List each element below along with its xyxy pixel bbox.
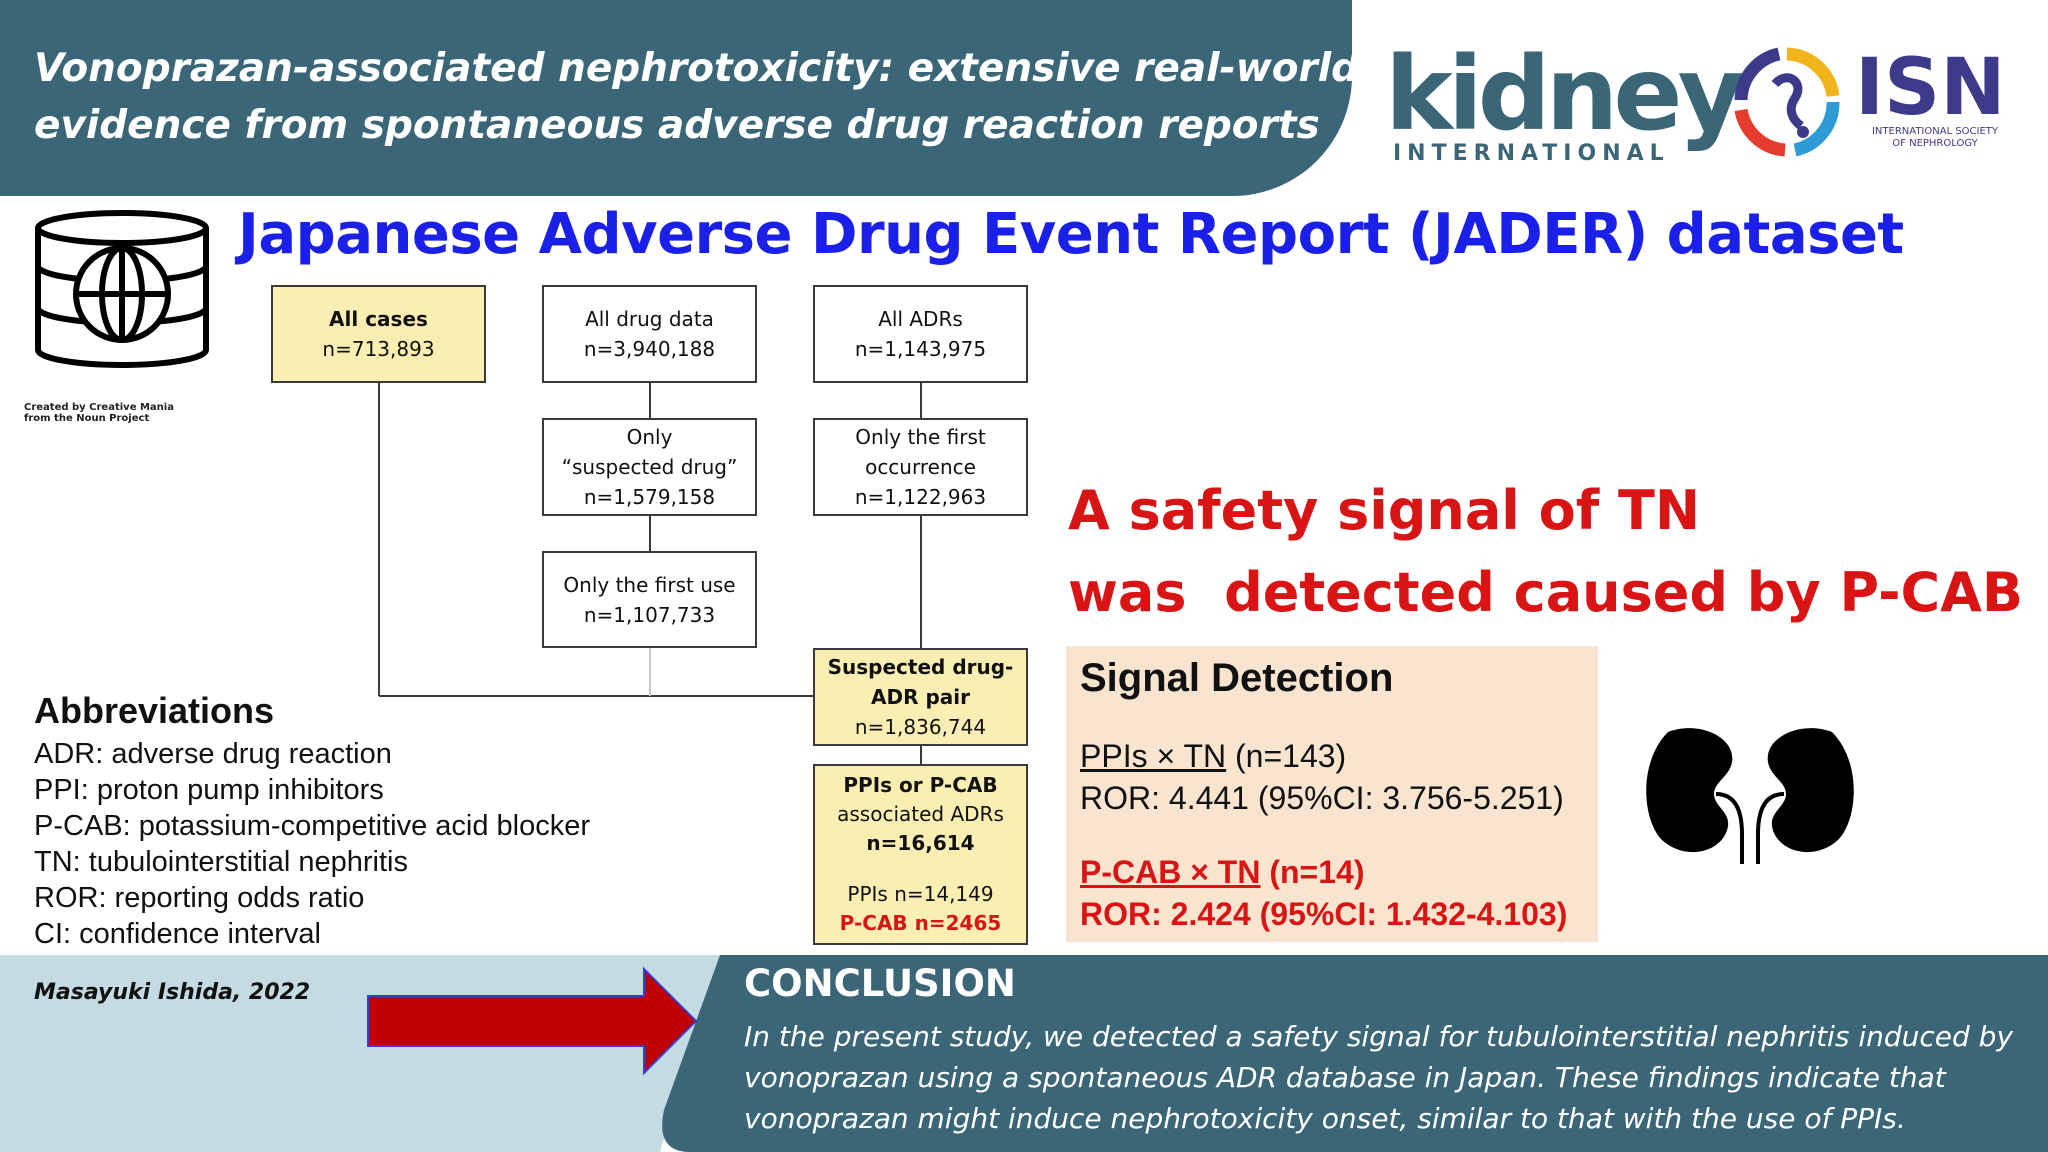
- isn-logo-word: ISN: [1855, 43, 2006, 133]
- icon-credit-line2: from the Noun Project: [24, 413, 150, 424]
- all-adrs-n: n=1,143,975: [854, 337, 987, 361]
- box-ppis-pcab-associated: PPIs or P-CAB associated ADRs n=16,614 P…: [813, 764, 1028, 945]
- abbreviations-title: Abbreviations: [34, 690, 275, 731]
- only-first-use-label: Only the first use: [563, 572, 736, 597]
- signal-headline-line1: A safety signal of TN: [1068, 479, 1701, 542]
- red-arrow-icon: [367, 966, 698, 1076]
- pair-n: n=1,836,744: [854, 715, 987, 739]
- all-adrs-label: All ADRs: [878, 307, 963, 331]
- signal-headline-line2: was detected caused by P-CAB: [1068, 561, 2024, 624]
- kidney-logo-word: kidney: [1385, 35, 1744, 154]
- header-band: [0, 0, 1352, 196]
- box-all-adrs: All ADRs n=1,143,975: [813, 285, 1028, 383]
- pair-line1: Suspected drug-: [827, 655, 1014, 679]
- abbreviation-item: P-CAB: potassium-competitive acid blocke…: [34, 810, 591, 842]
- abbreviation-item: ROR: reporting odds ratio: [34, 882, 365, 914]
- associated-ppis: PPIs n=14,149: [847, 882, 994, 906]
- icon-credit: Created by Creative Mania from the Noun …: [24, 402, 224, 424]
- pcab-tn-label: P-CAB × TN: [1080, 854, 1261, 890]
- kidney-international-logo: kidney INTERNATIONAL: [1385, 40, 1744, 170]
- only-first-occurrence-n: n=1,122,963: [854, 485, 987, 509]
- associated-line2: associated ADRs: [837, 802, 1004, 826]
- conclusion-title: CONCLUSION: [744, 962, 1016, 1005]
- abbreviation-item: CI: confidence interval: [34, 918, 321, 950]
- dataset-title: Japanese Adverse Drug Event Report (JADE…: [238, 202, 1904, 267]
- box-only-first-use: Only the first use n=1,107,733: [542, 551, 757, 648]
- isn-ribbon-logo-icon: [1734, 47, 1840, 157]
- associated-pcab: P-CAB n=2465: [839, 911, 1002, 935]
- isn-logo: ISN INTERNATIONAL SOCIETY OF NEPHROLOGY: [1725, 40, 2015, 165]
- icon-credit-line1: Created by Creative Mania: [24, 402, 174, 413]
- associated-line1: PPIs or P-CAB: [843, 773, 998, 797]
- signal-detection-panel: Signal Detection PPIs × TN (n=143) ROR: …: [1066, 646, 1598, 942]
- database-globe-icon: [35, 210, 209, 368]
- abbreviations-list: ADR: adverse drug reaction PPI: proton p…: [34, 736, 590, 952]
- all-cases-n: n=713,893: [322, 337, 435, 361]
- kidney-logo-sub: INTERNATIONAL: [1393, 141, 1670, 166]
- box-only-suspected-drug: Only “suspected drug” n=1,579,158: [542, 418, 757, 516]
- box-only-first-occurrence: Only the first occurrence n=1,122,963: [813, 418, 1028, 516]
- pair-line2: ADR pair: [871, 685, 970, 709]
- author-credit: Masayuki Ishida, 2022: [34, 980, 311, 1005]
- only-suspected-line2: “suspected drug”: [561, 455, 738, 479]
- conclusion-text: In the present study, we detected a safe…: [744, 1016, 2034, 1139]
- pcab-tn-ror: ROR: 2.424 (95%CI: 1.432-4.103): [1080, 896, 1568, 932]
- box-all-drug-data: All drug data n=3,940,188: [542, 285, 757, 383]
- conclusion-line1: In the present study, we detected a safe…: [744, 1020, 2014, 1053]
- conclusion-line2: vonoprazan using a spontaneous ADR datab…: [744, 1061, 1946, 1094]
- associated-n: n=16,614: [866, 831, 975, 855]
- abbreviation-item: ADR: adverse drug reaction: [34, 738, 392, 770]
- ppi-tn-n: (n=143): [1226, 738, 1347, 774]
- pcab-tn-line: P-CAB × TN (n=14): [1080, 854, 1364, 891]
- ppi-tn-label: PPIs × TN: [1080, 738, 1227, 774]
- header-title-line1: Vonoprazan-associated nephrotoxicity: ex…: [34, 46, 1360, 91]
- box-suspected-drug-adr-pair: Suspected drug- ADR pair n=1,836,744: [813, 648, 1028, 746]
- all-drug-data-label: All drug data: [585, 307, 714, 331]
- abbreviation-item: TN: tubulointerstitial nephritis: [34, 846, 408, 878]
- box-all-cases: All cases n=713,893: [271, 285, 486, 383]
- pcab-tn-n: (n=14): [1260, 854, 1365, 890]
- kidneys-icon: [1646, 728, 1854, 864]
- only-first-occurrence-line1: Only the first: [855, 425, 986, 449]
- ppi-tn-line: PPIs × TN (n=143): [1080, 738, 1346, 775]
- header-title-line2: evidence from spontaneous adverse drug r…: [34, 103, 1320, 148]
- signal-detection-title: Signal Detection: [1080, 656, 1394, 700]
- signal-headline: A safety signal of TN was detected cause…: [1068, 470, 2023, 634]
- isn-logo-sub1: INTERNATIONAL SOCIETY: [1871, 126, 1999, 137]
- isn-logo-sub2: OF NEPHROLOGY: [1892, 138, 1978, 149]
- all-drug-data-n: n=3,940,188: [583, 337, 716, 361]
- only-first-occurrence-line2: occurrence: [865, 455, 976, 479]
- only-first-use-n: n=1,107,733: [583, 602, 716, 627]
- only-suspected-n: n=1,579,158: [583, 485, 716, 509]
- only-suspected-line1: Only: [626, 425, 673, 449]
- ppi-tn-ror: ROR: 4.441 (95%CI: 3.756-5.251): [1080, 780, 1564, 816]
- conclusion-line3: vonoprazan might induce nephrotoxicity o…: [744, 1102, 1906, 1135]
- abbreviation-item: PPI: proton pump inhibitors: [34, 774, 384, 806]
- all-cases-label: All cases: [329, 307, 428, 331]
- header-title: Vonoprazan-associated nephrotoxicity: ex…: [34, 40, 1360, 154]
